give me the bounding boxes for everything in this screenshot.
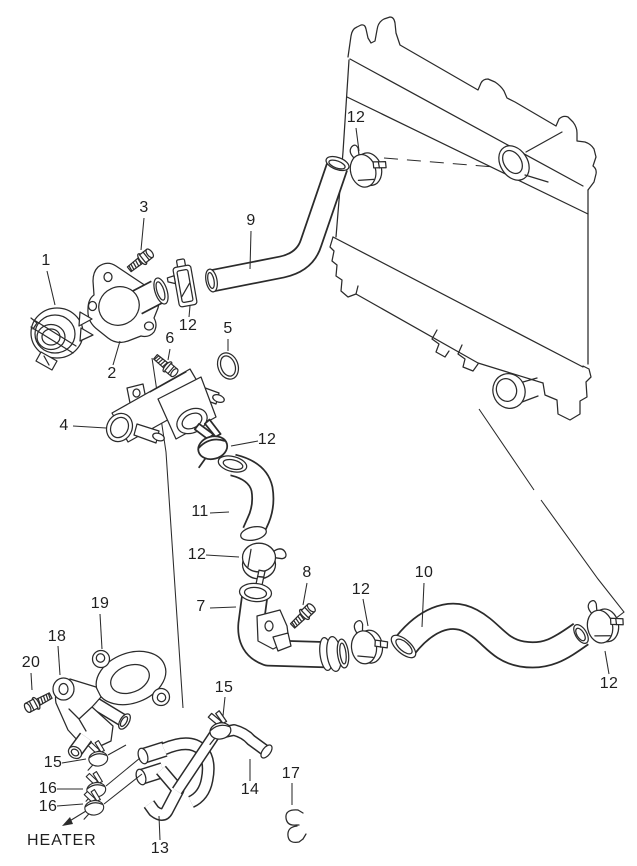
bolt-20 [21,689,55,716]
radiator [329,16,597,421]
thermostat [30,307,94,371]
heater-inlet-fitting-18 [52,677,114,760]
callout-9: 9 [246,212,256,229]
heater-gasket-19 [91,649,171,707]
callout-12e: 12 [351,581,371,598]
radiator-outlet-hose [390,602,589,669]
callout-12d: 12 [187,546,207,563]
hose-clamp-12-elbow [348,617,391,666]
callout-12c: 12 [257,431,277,448]
assembly-reference-lines [151,157,625,709]
hose-clamp-12-mid [241,542,287,586]
elbow-pipe-7 [237,582,350,673]
callout-4: 4 [59,417,69,434]
bolt-8 [287,600,319,632]
callout-15b: 15 [43,754,63,771]
heater-direction-arrow [62,810,87,826]
o-ring-5 [216,352,240,380]
callout-6: 6 [165,330,175,347]
callout-leader-lines [30,127,610,841]
callout-8: 8 [302,564,312,581]
callout-18: 18 [47,628,67,645]
callout-12a: 12 [346,109,366,126]
callout-7: 7 [196,598,206,615]
hose-clamp-12-top [343,137,392,191]
thermostat-cap [87,262,169,344]
callout-14: 14 [240,781,260,798]
callout-16a: 16 [38,780,58,797]
callout-17: 17 [281,765,301,782]
heater-pipe-stub [92,698,131,730]
heater-label: HEATER [27,832,97,849]
hose-clamp-12-cap [166,258,198,308]
radiator-inlet-hose [205,155,350,293]
bolt-3 [124,245,157,276]
callout-19: 19 [90,595,110,612]
callout-3: 3 [139,199,149,216]
hose-clamp-12-bottom-right [581,594,628,646]
callout-2: 2 [107,365,117,382]
callout-16b: 16 [38,798,58,815]
water-outlet-pipe [105,368,225,444]
callout-12f: 12 [599,675,619,692]
clip-17 [285,809,307,843]
callout-12b: 12 [178,317,198,334]
callout-5: 5 [223,320,233,337]
callout-1: 1 [41,252,51,269]
heater-pipe-14 [172,724,273,795]
callout-15a: 15 [214,679,234,696]
callout-10: 10 [414,564,434,581]
callout-13: 13 [150,840,170,857]
water-hose-11 [217,453,275,542]
callout-20: 20 [21,654,41,671]
heater-hose-13 [135,737,215,821]
callout-11: 11 [191,503,209,520]
bolt-6 [150,351,181,380]
